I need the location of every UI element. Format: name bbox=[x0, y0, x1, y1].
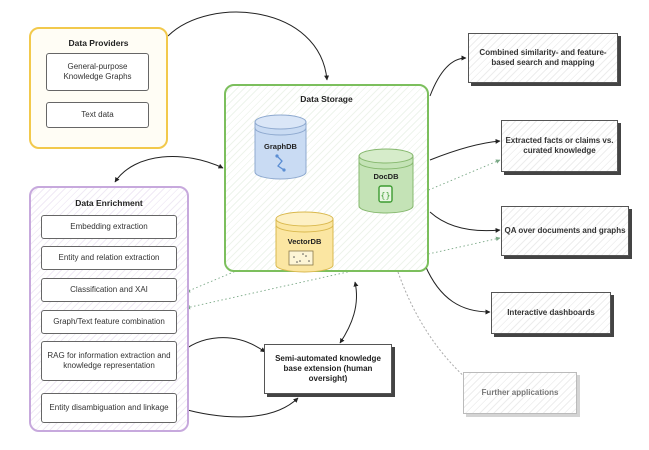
docdb-label: DocDB bbox=[373, 172, 399, 181]
data-storage-title: Data Storage bbox=[300, 94, 353, 104]
dotted-arrow-facts-to-enrichment bbox=[185, 159, 501, 293]
arrow-to-further-apps bbox=[397, 271, 469, 381]
arrow-to-search-app bbox=[429, 55, 467, 97]
search-mapping-app-box: Combined similarity- and feature-based s… bbox=[468, 33, 618, 83]
knowledge-graphs-box: General-purpose Knowledge Graphs bbox=[46, 53, 149, 91]
facts-claims-app-box: Extracted facts or claims vs. curated kn… bbox=[501, 120, 618, 172]
svg-text:{}: {} bbox=[380, 191, 390, 200]
graphdb-cylinder: GraphDB bbox=[254, 114, 307, 180]
arrow-to-facts-app bbox=[429, 138, 501, 161]
entity-relation-extraction-box: Entity and relation extraction bbox=[41, 246, 177, 270]
data-providers-title: Data Providers bbox=[68, 38, 129, 48]
arrow-providers-to-storage bbox=[167, 11, 330, 81]
vectordb-label: VectorDB bbox=[287, 237, 322, 246]
embedding-extraction-box: Embedding extraction bbox=[41, 215, 177, 239]
arrow-semi-entity bbox=[179, 397, 299, 418]
dashboards-app-box: Interactive dashboards bbox=[491, 292, 611, 334]
arrow-storage-semi bbox=[339, 281, 359, 344]
feature-combination-box: Graph/Text feature combination bbox=[41, 310, 177, 334]
document-icon: {} bbox=[378, 185, 393, 203]
vectordb-cylinder: VectorDB bbox=[275, 211, 334, 273]
classification-xai-box: Classification and XAI bbox=[41, 278, 177, 302]
arrow-to-dashboards-app bbox=[424, 264, 491, 315]
graphdb-label: GraphDB bbox=[264, 142, 297, 151]
graph-icon bbox=[275, 154, 286, 172]
docdb-cylinder: {} DocDB bbox=[358, 148, 414, 214]
dotted-arrow-qa-to-enrichment bbox=[185, 236, 501, 310]
semi-automated-kb-box: Semi-automated knowledge base extension … bbox=[264, 344, 392, 394]
arrow-to-qa-app bbox=[429, 211, 501, 233]
text-data-box: Text data bbox=[46, 102, 149, 128]
entity-disambiguation-box: Entity disambiguation and linkage bbox=[41, 393, 177, 423]
qa-app-box: QA over documents and graphs bbox=[501, 206, 629, 256]
arrow-storage-enrichment bbox=[114, 155, 224, 183]
arrow-semi-rag bbox=[177, 337, 266, 356]
further-applications-box: Further applications bbox=[463, 372, 577, 414]
rag-box: RAG for information extraction and knowl… bbox=[41, 341, 177, 381]
data-enrichment-title: Data Enrichment bbox=[75, 198, 143, 208]
vector-icon bbox=[288, 250, 314, 266]
